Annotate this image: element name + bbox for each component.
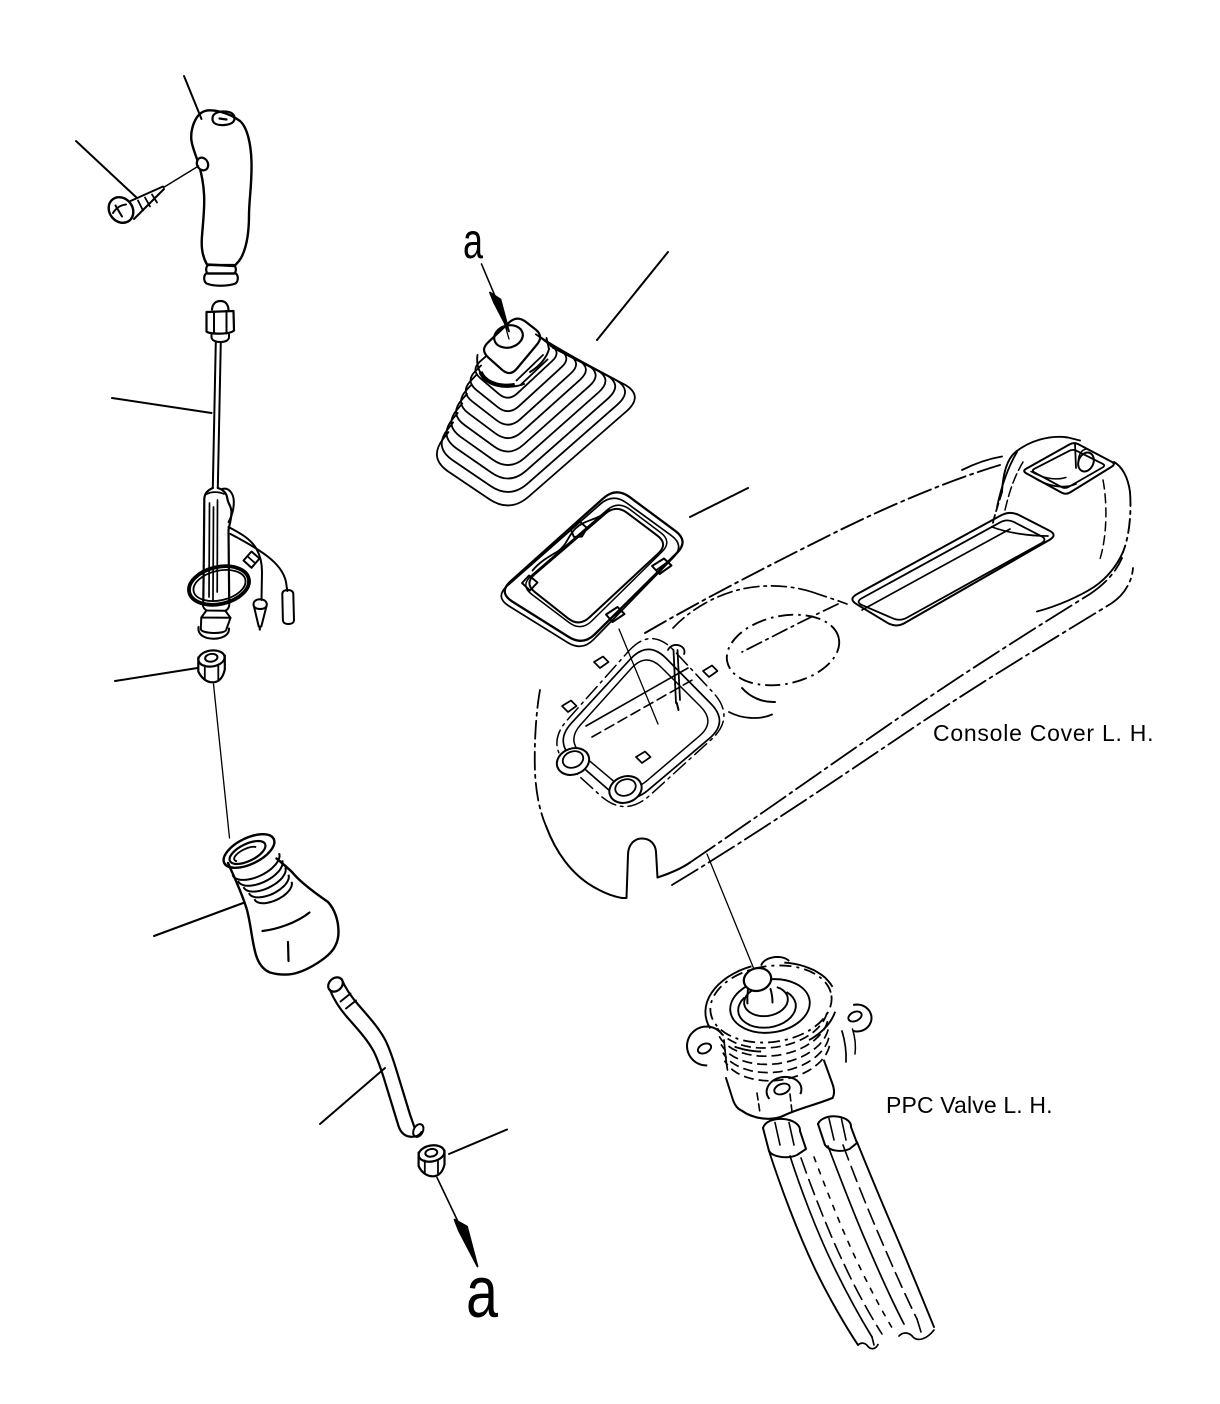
svg-text:PPC Valve L. H.: PPC Valve L. H. bbox=[886, 1092, 1054, 1118]
svg-text:Console Cover L. H.: Console Cover L. H. bbox=[933, 720, 1155, 746]
svg-text:a: a bbox=[463, 213, 483, 269]
svg-text:a: a bbox=[466, 1253, 499, 1333]
